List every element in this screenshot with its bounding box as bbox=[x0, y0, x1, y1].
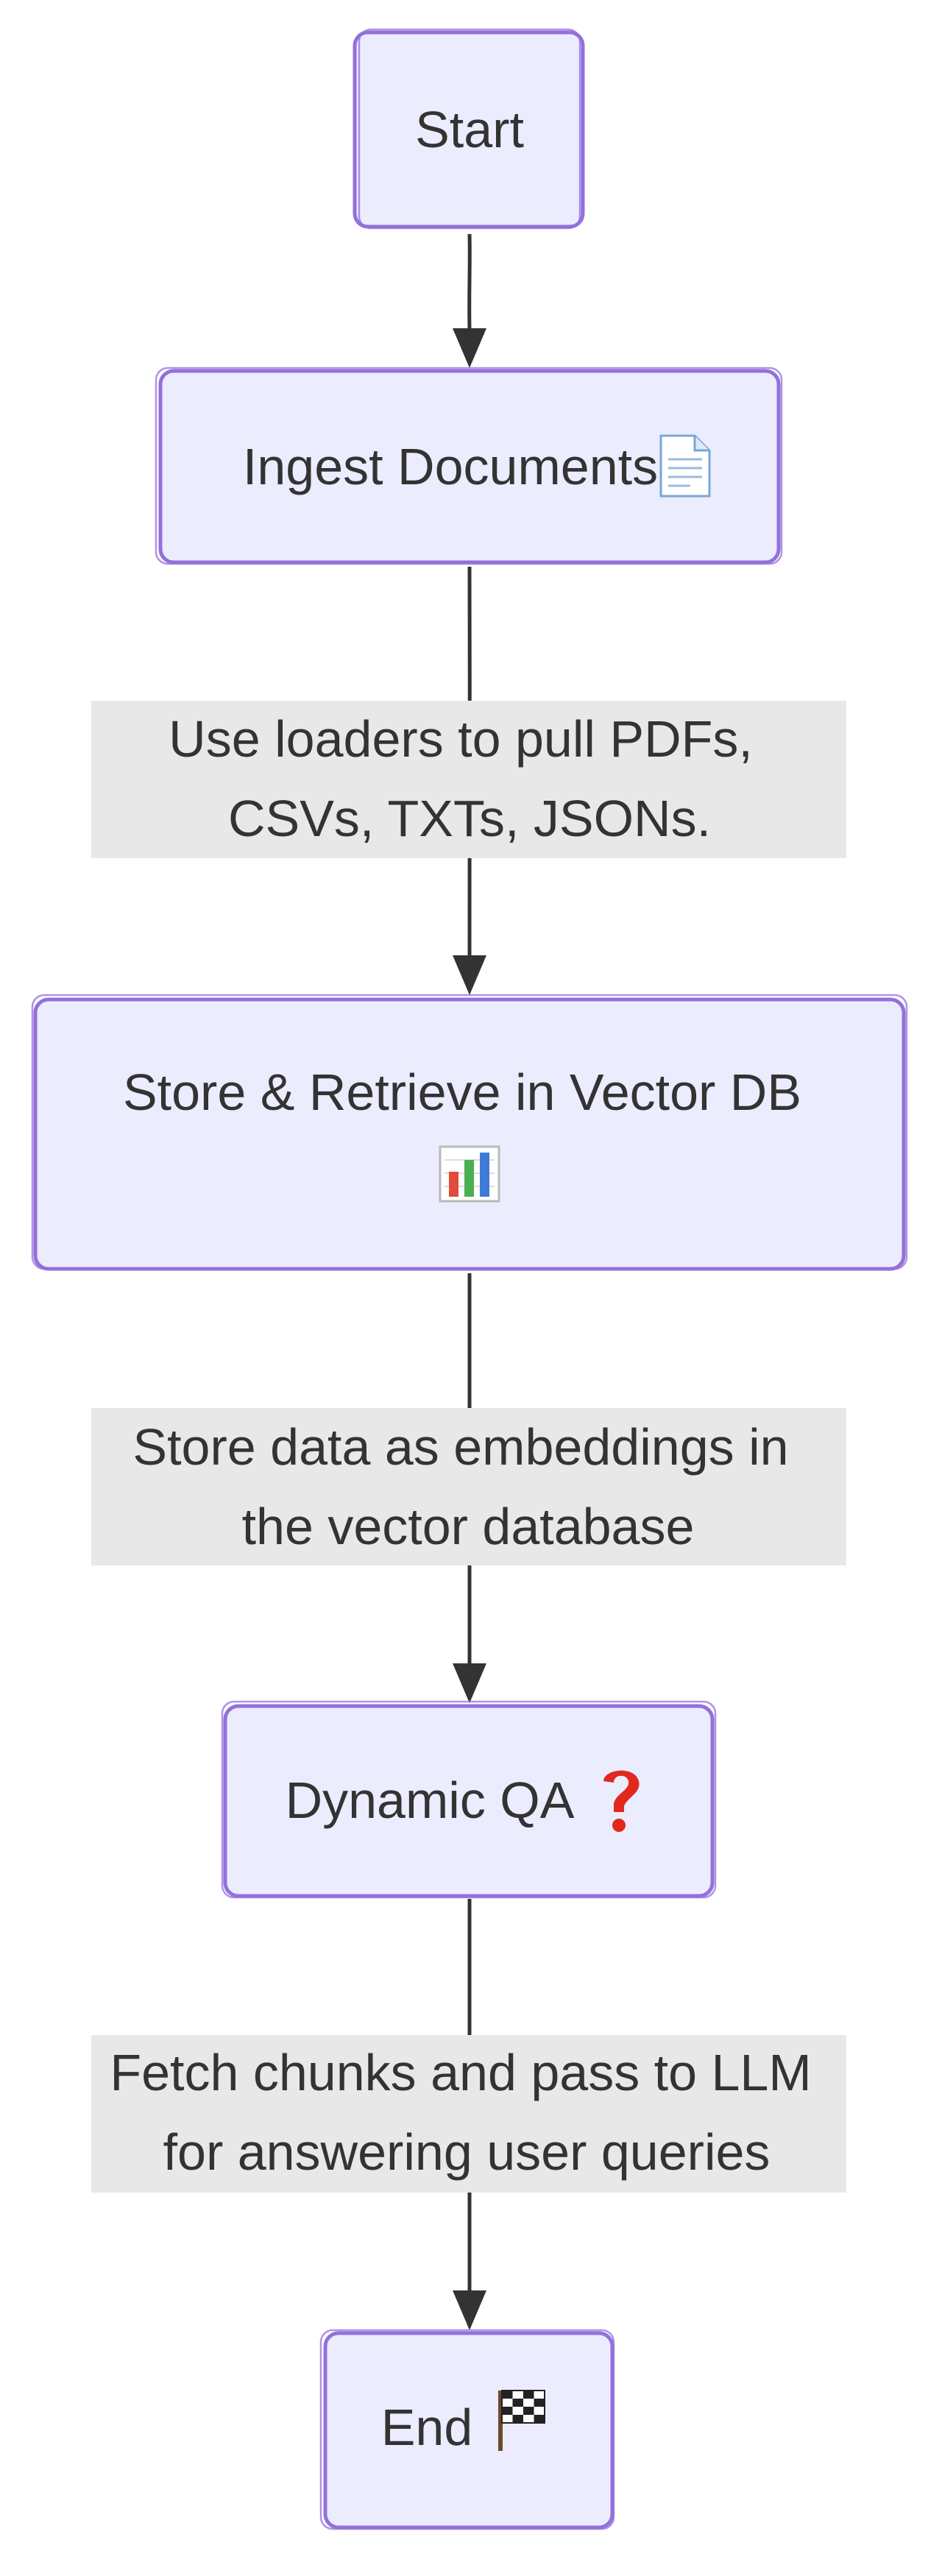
question-mark-icon bbox=[603, 1770, 640, 1832]
node-label: Start bbox=[415, 101, 524, 158]
node-label: Ingest Documents bbox=[243, 438, 658, 495]
edge-label-line: the vector database bbox=[242, 1498, 695, 1555]
edge-label-line: Use loaders to pull PDFs, bbox=[169, 710, 753, 768]
checkered-flag-icon bbox=[498, 2390, 545, 2451]
node-dynamic-qa[interactable]: Dynamic QA bbox=[221, 1700, 717, 1899]
document-icon bbox=[659, 434, 711, 498]
node-label: Dynamic QA bbox=[286, 1772, 575, 1829]
node-label: Store & Retrieve in Vector DB bbox=[123, 1064, 801, 1121]
edge-label-line: Fetch chunks and pass to LLM bbox=[110, 2044, 811, 2101]
edge-label-line: CSVs, TXTs, JSONs. bbox=[228, 790, 711, 847]
edge-label-qa-to-end: Fetch chunks and pass to LLM for answeri… bbox=[91, 2035, 846, 2193]
node-start[interactable]: Start bbox=[353, 28, 585, 230]
edge-label-store-to-qa: Store data as embeddings in the vector d… bbox=[91, 1408, 846, 1565]
bar-chart-icon bbox=[439, 1145, 500, 1203]
node-ingest-documents[interactable]: Ingest Documents bbox=[155, 367, 783, 565]
edge-start-to-ingest bbox=[453, 233, 486, 368]
node-store-retrieve-vector-db[interactable]: Store & Retrieve in Vector DB bbox=[31, 994, 908, 1271]
node-label: End bbox=[381, 2399, 473, 2456]
node-end[interactable]: End bbox=[319, 2329, 615, 2530]
edge-label-line: Store data as embeddings in bbox=[132, 1418, 788, 1476]
edge-label-line: for answering user queries bbox=[163, 2123, 771, 2181]
edge-label-ingest-to-store: Use loaders to pull PDFs, CSVs, TXTs, JS… bbox=[91, 701, 846, 858]
